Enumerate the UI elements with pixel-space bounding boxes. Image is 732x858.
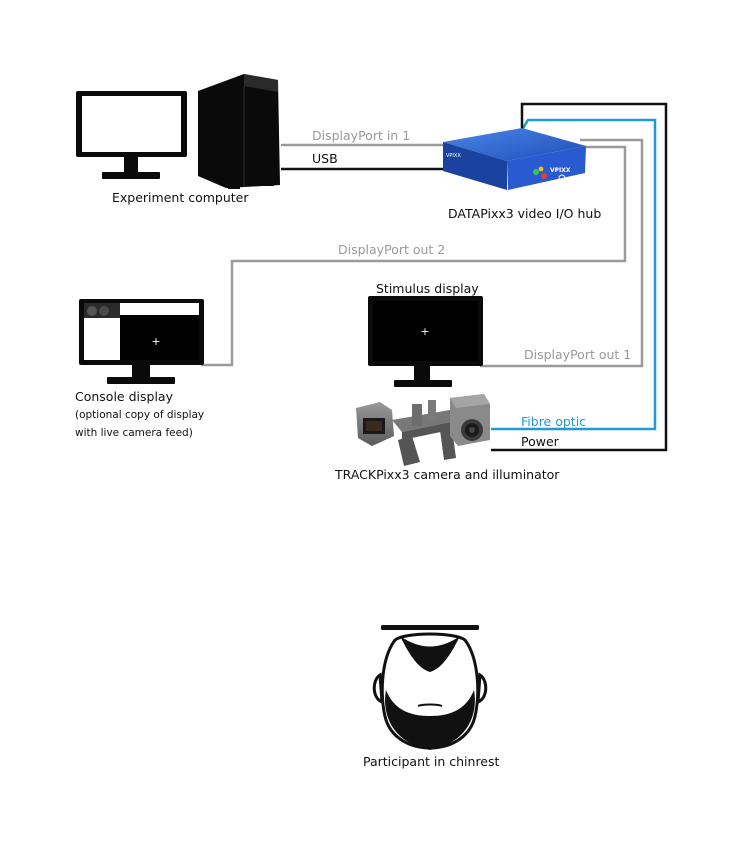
label-fibre-optic: Fibre optic [521,414,587,429]
datapixx-hub: VPIXX VPIXX [443,128,586,190]
label-stimulus-display: Stimulus display [376,281,479,296]
cable-displayport-out-1 [480,138,644,368]
cable-fibre-optic [491,118,657,431]
label-displayport-in-1: DisplayPort in 1 [312,128,411,143]
label-datapixx: DATAPixx3 video I/O hub [448,206,602,221]
computer-monitor [76,91,187,179]
svg-text:VPIXX: VPIXX [446,153,461,159]
cable-displayport-out-2 [201,145,627,367]
label-power: Power [521,434,559,449]
hub-led-yellow [538,166,544,172]
participant-in-chinrest [372,625,488,750]
chinrest-bar [381,625,479,630]
cable-power [491,102,668,452]
label-usb: USB [312,151,338,166]
computer-tower [198,74,280,189]
hub-power-button [558,174,566,182]
label-trackpixx: TRACKPixx3 camera and illuminator [335,467,560,482]
participant-beard [385,690,475,750]
hub-badge: VPIXX [550,167,571,174]
label-displayport-out-2: DisplayPort out 2 [338,242,446,257]
trackpixx-camera [356,394,490,466]
participant-hair [400,636,460,672]
label-console-note-1: (optional copy of display [75,409,205,421]
console-display: + [79,299,204,384]
label-console-display: Console display [75,389,173,404]
stimulus-display: + [368,296,483,387]
label-experiment-computer: Experiment computer [112,190,249,205]
hub-led-red [541,173,547,179]
label-participant: Participant in chinrest [363,754,500,769]
label-displayport-out-1: DisplayPort out 1 [524,347,632,362]
console-fixation-cross: + [151,335,160,348]
stimulus-fixation-cross: + [420,325,429,338]
hub-led-green [533,169,539,175]
experiment-computer [76,74,280,189]
label-console-note-2: with live camera feed) [75,427,193,439]
